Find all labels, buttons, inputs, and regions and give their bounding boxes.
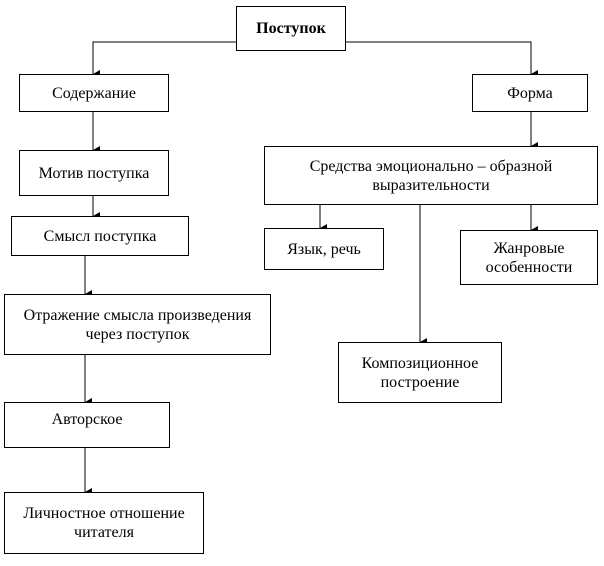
node-language: Язык, речь [264,228,384,270]
node-personal: Личностное отношение читателя [4,492,204,554]
node-form: Форма [472,74,588,112]
connector-root-to-form [346,41,538,78]
node-root: Поступок [236,6,346,51]
node-author: Авторское [4,402,170,448]
node-genre: Жанровые особенности [460,230,598,285]
node-reflection: Отражение смысла произведения через пост… [4,294,271,355]
node-meaning: Смысл поступка [11,216,189,256]
connector-root-to-content [92,41,236,78]
node-motive: Мотив поступка [19,150,169,196]
node-composition: Композиционное построение [338,342,502,403]
node-content: Содержание [19,74,169,112]
node-means: Средства эмоционально – образной выразит… [264,146,598,205]
